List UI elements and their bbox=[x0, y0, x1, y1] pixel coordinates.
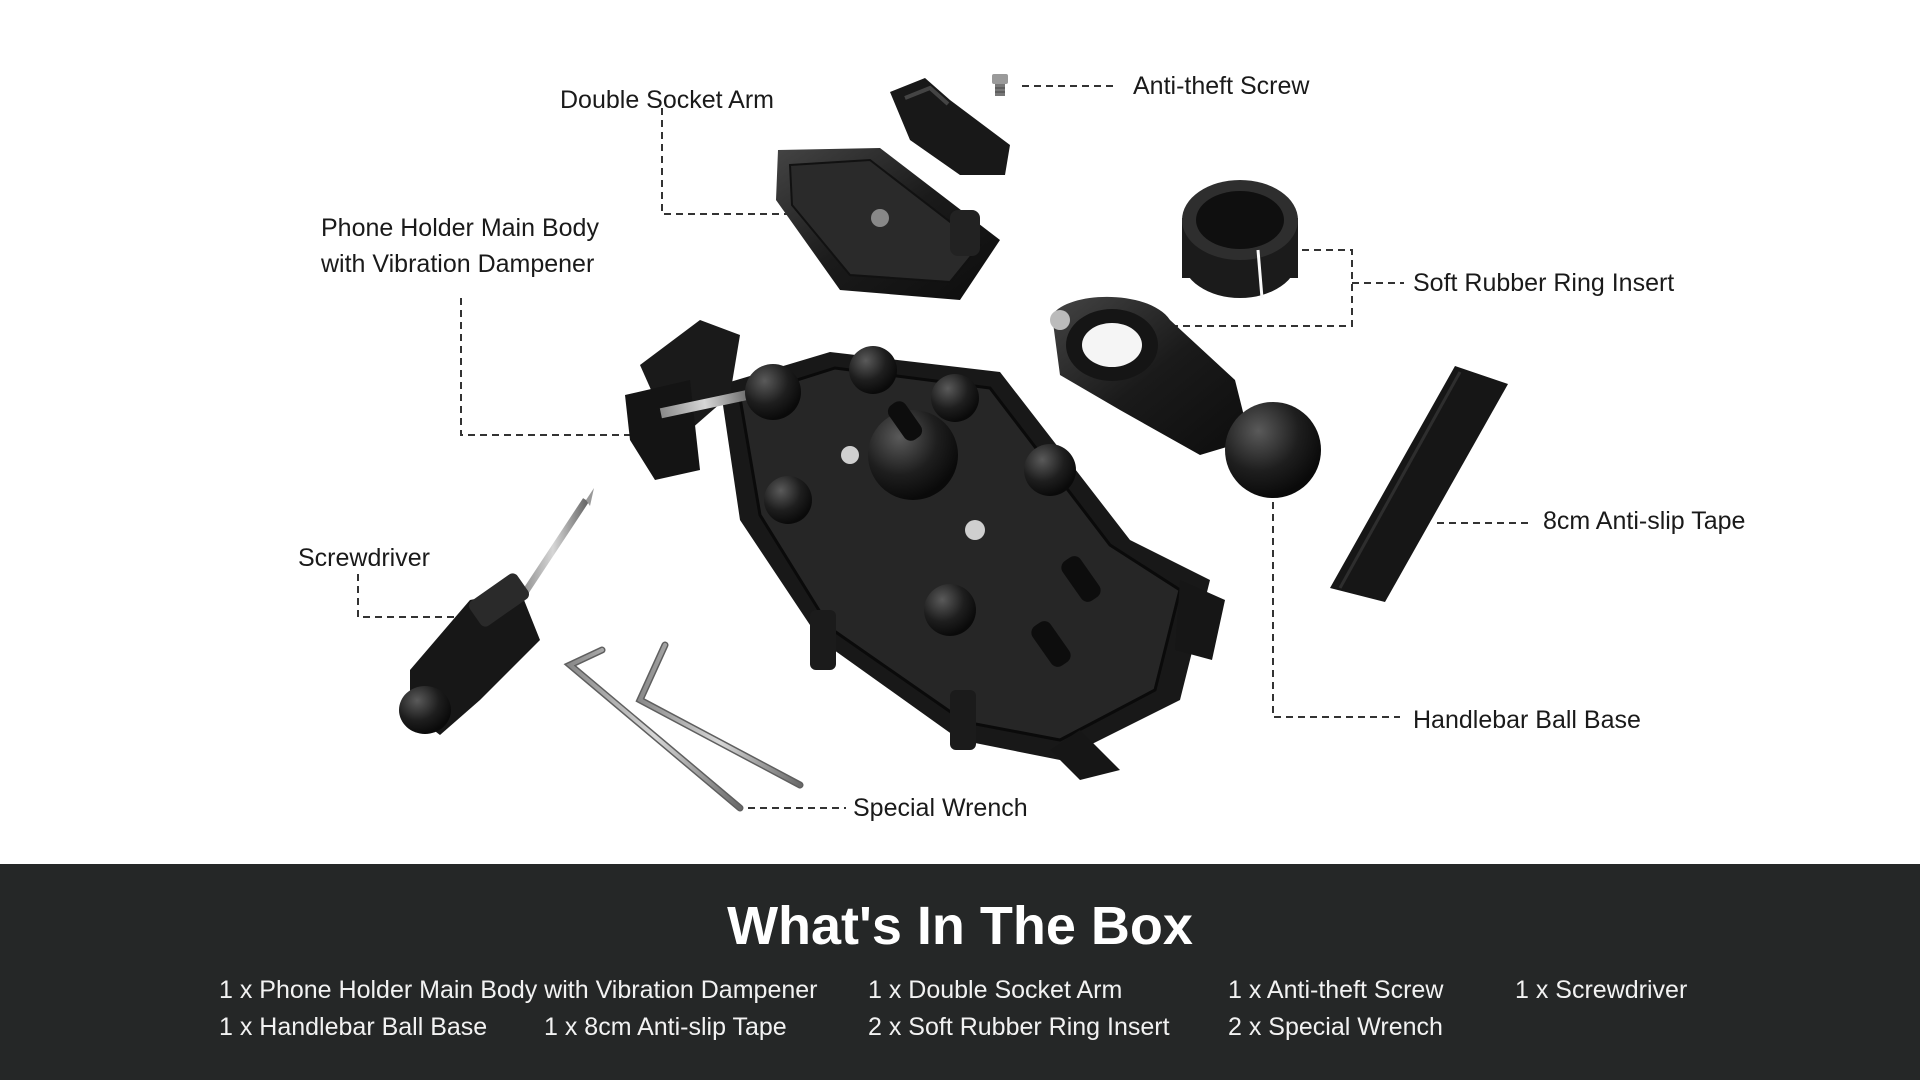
anti-slip-tape-shape bbox=[1330, 366, 1508, 602]
double-socket-arm-shape bbox=[776, 78, 1010, 300]
leader-handlebar-ball-base bbox=[1272, 490, 1400, 718]
box-item: 1 x 8cm Anti-slip Tape bbox=[544, 1013, 787, 1041]
box-item: 1 x Phone Holder Main Body with Vibratio… bbox=[219, 976, 818, 1004]
box-item: 1 x Screwdriver bbox=[1515, 976, 1688, 1004]
leader-rubber-ring bbox=[1170, 249, 1353, 327]
product-illustration bbox=[357, 74, 1530, 812]
product-photo: Double Socket Arm Anti-theft Screw Phone… bbox=[298, 72, 1746, 822]
leader-double-socket-arm bbox=[661, 108, 800, 215]
rubber-ring-shape bbox=[1182, 180, 1298, 299]
callout-anti-theft-screw: Anti-theft Screw bbox=[1133, 72, 1310, 100]
callout-main-body-line2: with Vibration Dampener bbox=[321, 250, 595, 278]
callout-main-body-line1: Phone Holder Main Body bbox=[321, 214, 599, 242]
box-item: 2 x Special Wrench bbox=[1228, 1013, 1443, 1041]
callout-screwdriver: Screwdriver bbox=[298, 544, 430, 572]
box-item: 1 x Handlebar Ball Base bbox=[219, 1013, 488, 1041]
special-wrench-shape bbox=[563, 641, 804, 812]
handlebar-ball-base-shape bbox=[1050, 296, 1321, 498]
callout-soft-rubber-ring: Soft Rubber Ring Insert bbox=[1413, 269, 1675, 297]
leader-lines bbox=[357, 85, 1530, 809]
anti-theft-screw-shape bbox=[992, 74, 1008, 96]
callout-handlebar-ball-base: Handlebar Ball Base bbox=[1413, 706, 1641, 734]
leader-screwdriver bbox=[357, 574, 456, 618]
screwdriver-shape bbox=[399, 488, 594, 735]
box-item: 1 x Anti-theft Screw bbox=[1228, 976, 1444, 1004]
whats-in-the-box-panel: What's In The Box 1 x Phone Holder Main … bbox=[0, 864, 1920, 1080]
callout-anti-slip-tape: 8cm Anti-slip Tape bbox=[1543, 507, 1746, 535]
callout-special-wrench: Special Wrench bbox=[853, 794, 1028, 822]
main-body-shape bbox=[625, 320, 1225, 780]
box-title: What's In The Box bbox=[727, 896, 1193, 956]
box-item: 2 x Soft Rubber Ring Insert bbox=[868, 1013, 1170, 1041]
callout-double-socket-arm: Double Socket Arm bbox=[560, 86, 774, 114]
leader-main-body bbox=[460, 298, 640, 436]
box-item: 1 x Double Socket Arm bbox=[868, 976, 1123, 1004]
